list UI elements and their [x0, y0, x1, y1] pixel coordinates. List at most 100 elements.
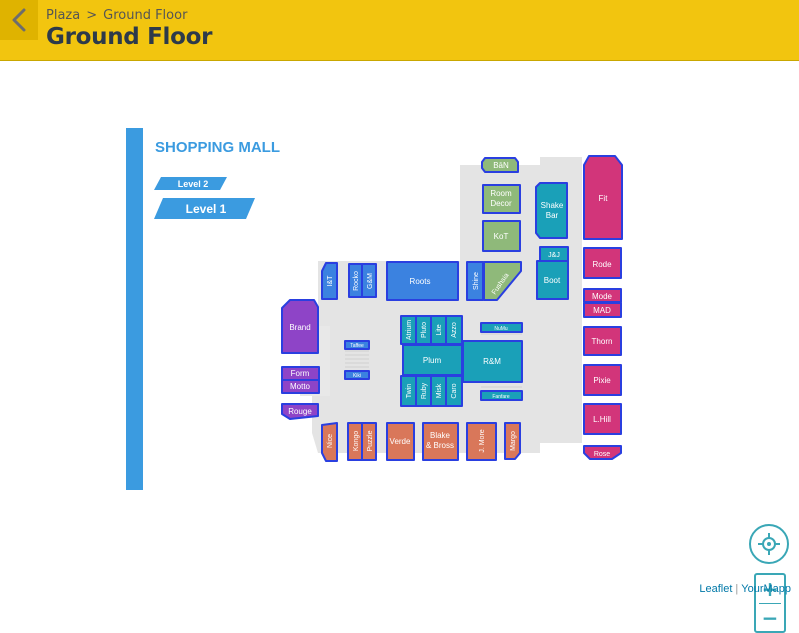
- map-canvas[interactable]: SHOPPING MALL Level 2 Level 1: [0, 61, 799, 633]
- yourmapp-link[interactable]: YourMapp: [741, 583, 791, 595]
- store-shake-bar[interactable]: [535, 182, 568, 239]
- attribution-separator: |: [735, 583, 739, 595]
- zoom-out-button[interactable]: −: [761, 606, 779, 630]
- page-title: Ground Floor: [46, 24, 213, 50]
- breadcrumb-separator: >: [86, 8, 98, 23]
- store-rose[interactable]: [583, 445, 622, 460]
- store-nice[interactable]: [321, 422, 338, 462]
- label-mad: MAD: [593, 306, 611, 315]
- label-azzo: Azzo: [451, 322, 458, 338]
- store-gbm[interactable]: [361, 263, 377, 298]
- map-attribution: Leaflet|YourMapp: [699, 583, 791, 595]
- label-thorn: Thorn: [592, 337, 613, 346]
- label-kiki: Kiki: [353, 373, 361, 379]
- label-mode: Mode: [592, 292, 613, 301]
- breadcrumb-item-ground-floor: Ground Floor: [103, 8, 188, 23]
- level-1-label: Level 1: [186, 202, 227, 216]
- label-room-decor-2: Decor: [490, 199, 512, 208]
- label-ban: BāN: [493, 161, 509, 170]
- label-boot: Boot: [544, 276, 561, 285]
- header-bar: Plaza>Ground Floor Ground Floor: [0, 0, 799, 61]
- label-kongo: Kongo: [353, 431, 360, 451]
- label-blake-1: Blake: [430, 431, 451, 440]
- store-lhill[interactable]: [583, 403, 622, 435]
- store-ban[interactable]: [481, 157, 519, 173]
- store-it[interactable]: [321, 262, 338, 300]
- label-blake-2: & Bross: [426, 441, 454, 450]
- store-kot[interactable]: [482, 220, 521, 252]
- label-shine: Shine: [473, 272, 480, 290]
- store-margo[interactable]: [504, 422, 521, 460]
- chevron-left-icon: [12, 8, 26, 32]
- label-atrium: Atrium: [406, 320, 413, 340]
- store-brand[interactable]: [281, 299, 319, 354]
- locate-button[interactable]: [749, 524, 789, 564]
- crosshair-icon: [758, 533, 780, 555]
- label-twin: Twin: [406, 384, 413, 399]
- store-fanfare[interactable]: [480, 390, 523, 401]
- level-1-button[interactable]: Level 1: [154, 198, 255, 219]
- mall-accent-bar: [126, 128, 143, 490]
- label-puzzle: Puzzle: [367, 430, 374, 451]
- label-lite: Lite: [436, 324, 443, 335]
- store-jmore[interactable]: [466, 422, 497, 461]
- breadcrumb: Plaza > Ground Floor: [46, 8, 187, 23]
- store-caro[interactable]: [445, 375, 463, 407]
- label-misk: Misk: [436, 383, 443, 398]
- label-numu: NuMu: [494, 326, 508, 332]
- store-blake-bross[interactable]: [422, 422, 459, 461]
- store-fit[interactable]: [583, 155, 623, 240]
- zoom-in-button[interactable]: +: [761, 577, 779, 601]
- store-numu[interactable]: [480, 322, 523, 333]
- label-gbm: G&M: [367, 273, 374, 289]
- store-puzzle[interactable]: [361, 422, 377, 461]
- label-roots: Roots: [410, 277, 431, 286]
- label-fit: Fit: [599, 194, 609, 203]
- store-mad[interactable]: [583, 302, 622, 318]
- label-form: Form: [291, 369, 310, 378]
- store-room-decor[interactable]: [482, 184, 521, 214]
- mall-title: SHOPPING MALL: [155, 139, 280, 156]
- label-kot: KoT: [494, 232, 509, 241]
- store-fushsia[interactable]: [483, 261, 522, 301]
- store-motto[interactable]: [281, 379, 320, 394]
- label-verde: Verde: [390, 437, 411, 446]
- zoom-control: + −: [754, 573, 786, 633]
- leaflet-link[interactable]: Leaflet: [699, 583, 733, 595]
- label-taffee: Taffee: [350, 343, 364, 349]
- level-2-label: Level 2: [178, 179, 209, 189]
- store-rm[interactable]: [462, 340, 523, 383]
- store-rouge[interactable]: [281, 403, 319, 420]
- level-2-button[interactable]: Level 2: [154, 177, 227, 190]
- label-ruby: Ruby: [421, 382, 428, 399]
- label-caro: Caro: [451, 383, 458, 398]
- label-nice: Nice: [327, 434, 334, 448]
- label-pixie: Pixie: [593, 376, 611, 385]
- label-brand: Brand: [289, 323, 310, 332]
- store-rode[interactable]: [583, 247, 622, 279]
- store-verde[interactable]: [386, 422, 415, 461]
- label-room-decor-1: Room: [490, 189, 512, 198]
- store-boot[interactable]: [536, 260, 569, 300]
- store-thorn[interactable]: [583, 326, 622, 356]
- label-lhill: L.Hill: [593, 415, 611, 424]
- label-rm: R&M: [483, 357, 501, 366]
- store-roots[interactable]: [386, 261, 459, 301]
- breadcrumb-item-plaza[interactable]: Plaza: [46, 8, 81, 23]
- store-pixie[interactable]: [583, 364, 622, 396]
- label-rode: Rode: [592, 260, 612, 269]
- label-fanfare: Fanfare: [492, 394, 509, 400]
- store-kiki[interactable]: [344, 370, 370, 380]
- floor-plan-map[interactable]: SHOPPING MALL Level 2 Level 1: [0, 61, 799, 601]
- store-taffee[interactable]: [344, 340, 370, 350]
- label-plum: Plum: [423, 356, 442, 365]
- label-pluto: Pluto: [421, 322, 428, 338]
- label-rose: Rose: [594, 451, 610, 458]
- label-motto: Motto: [290, 382, 311, 391]
- label-rouge: Rouge: [288, 407, 312, 416]
- label-shake-bar-2: Bar: [546, 211, 559, 220]
- label-rocko: Rocko: [353, 271, 360, 291]
- back-button[interactable]: [0, 0, 38, 40]
- label-shake-bar-1: Shake: [541, 201, 564, 210]
- label-jmore: J. More: [479, 429, 486, 452]
